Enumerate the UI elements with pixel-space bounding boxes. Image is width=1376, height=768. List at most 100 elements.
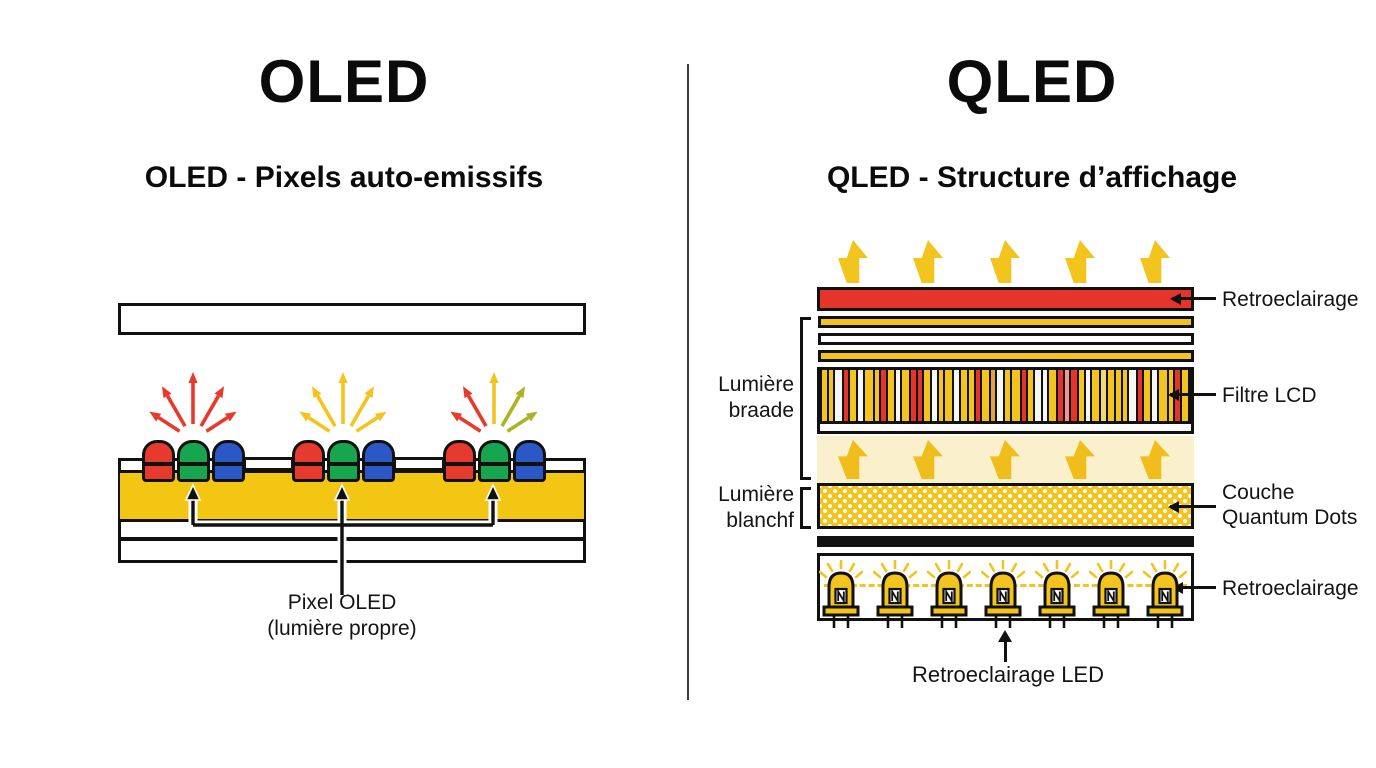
panel-divider <box>687 64 689 700</box>
lcd-filter-stripe <box>858 370 863 421</box>
lcd-filter-stripe <box>1043 370 1047 421</box>
oled-pixel-group-1 <box>142 440 245 482</box>
lcd-filter-stripe <box>1144 370 1150 421</box>
lcd-filter-stripe <box>829 370 833 421</box>
qled-subtitle: QLED - Structure d’affichage <box>826 161 1238 194</box>
lcd-filter-stripe <box>924 370 930 421</box>
lcd-filter-stripe <box>881 370 886 421</box>
white-light-arrow <box>990 440 1020 479</box>
lcd-filter-stripe <box>1092 370 1099 421</box>
retro-top-pointer-arrow <box>1170 292 1216 305</box>
white-light-arrow <box>1065 440 1095 479</box>
lcd-filter-stripe <box>1116 370 1121 421</box>
couche-quantum-dots-label: Couche Quantum Dots <box>1222 481 1358 529</box>
blue-subpixel <box>362 440 395 482</box>
lcd-filter-stripe <box>1022 370 1026 421</box>
white-light-arrow <box>838 440 868 479</box>
lcd-filter-stripe <box>835 370 842 421</box>
lcd-filter-stripe <box>932 370 937 421</box>
qled-film-layer-gold-1 <box>818 316 1194 328</box>
lcd-filter-stripe <box>1108 370 1114 421</box>
lcd-filter-stripe <box>1101 370 1106 421</box>
white-light-arrow <box>913 440 943 479</box>
backlight-led-arrowhead <box>998 630 1012 642</box>
filtre-lcd-label: Filtre LCD <box>1222 384 1317 407</box>
backlight-led-icon <box>872 559 918 628</box>
lcd-filter-stripe <box>1152 370 1157 421</box>
lcd-filter-stripe <box>1005 370 1010 421</box>
backlight-led-icon <box>980 559 1026 628</box>
green-subpixel <box>478 440 511 482</box>
quantum-dots-pointer-arrow <box>1168 500 1216 513</box>
white-light-arrow <box>1140 440 1170 479</box>
lcd-filter-stripe <box>1012 370 1020 421</box>
lcd-filter-stripe <box>976 370 980 421</box>
retroeclairage-led-label: Retroeclairage LED <box>912 662 1104 687</box>
lcd-filter-stripe <box>945 370 952 421</box>
lcd-filter-stripe <box>1123 370 1127 421</box>
lcd-filter-stripe <box>991 370 995 421</box>
lcd-filter-stripe <box>911 370 916 421</box>
qled-film-layer-white <box>818 333 1194 345</box>
qled-front-panel-layer <box>817 287 1194 311</box>
backlight-led-icon <box>1088 559 1134 628</box>
lcd-filter-stripe <box>969 370 974 421</box>
backlight-led-arrow <box>1004 640 1007 662</box>
backlight-led-icon <box>926 559 972 628</box>
emitted-light-arrow <box>838 240 868 283</box>
light-emission-arrows-1 <box>149 372 237 433</box>
light-emission-arrows-3 <box>450 372 538 433</box>
lumiere-blanchf-bracket <box>800 487 811 529</box>
qled-separator-layer <box>817 536 1194 547</box>
lcd-filter-stripe <box>1049 370 1056 421</box>
oled-glass-layer <box>118 303 586 335</box>
lcd-filter-stripe <box>850 370 856 421</box>
emitted-light-arrow <box>1065 240 1095 283</box>
backlight-led-icon <box>818 559 864 628</box>
qled-light-band <box>817 436 1194 483</box>
lcd-filter-stripe <box>918 370 922 421</box>
green-subpixel <box>327 440 360 482</box>
lcd-filter-stripe <box>982 370 989 421</box>
filtre-lcd-pointer-arrow <box>1168 388 1216 401</box>
blue-subpixel <box>513 440 546 482</box>
lcd-filter-stripe <box>997 370 1003 421</box>
pixel-oled-label: Pixel OLED (lumière propre) <box>267 591 417 640</box>
lcd-filter-stripe <box>1086 370 1090 421</box>
lumiere-blanchf-label: Lumière blanchf <box>718 483 794 532</box>
lcd-filter-stripe <box>1035 370 1041 421</box>
retroeclairage-top-label: Retroeclairage <box>1222 288 1359 311</box>
lcd-filter-stripe <box>865 370 873 421</box>
light-emission-arrows-2 <box>299 372 387 433</box>
emitted-light-arrow <box>1140 240 1170 283</box>
qled-film-layer-gold-2 <box>818 350 1194 362</box>
emitted-light-arrow <box>913 240 943 283</box>
lcd-filter-stripe <box>888 370 894 421</box>
lcd-filter-stripes <box>820 370 1191 421</box>
lcd-filter-stripe <box>1138 370 1142 421</box>
oled-pixel-group-2 <box>292 440 395 482</box>
qled-title: QLED <box>946 48 1118 115</box>
quantum-dot-layer <box>817 483 1194 529</box>
emitted-light-arrow <box>990 240 1020 283</box>
lcd-filter-stripe <box>939 370 943 421</box>
red-subpixel <box>443 440 476 482</box>
lcd-filter-stripe <box>1058 370 1063 421</box>
lcd-filter-stripe <box>902 370 909 421</box>
oled-substrate-line <box>121 537 583 541</box>
oled-pixel-bank <box>243 457 294 471</box>
lcd-filter-stripe <box>1079 370 1084 421</box>
green-subpixel <box>177 440 210 482</box>
backlight-led-icon <box>1034 559 1080 628</box>
qled-lcd-filter-layer <box>817 367 1194 434</box>
blue-subpixel <box>212 440 245 482</box>
lumiere-braade-bracket <box>800 317 811 480</box>
lcd-filter-stripe <box>822 370 827 421</box>
lcd-filter-stripe <box>961 370 967 421</box>
lcd-filter-stripe <box>875 370 879 421</box>
lumiere-braade-label: Lumière braade <box>718 373 794 422</box>
lcd-filter-stripe <box>954 370 959 421</box>
oled-subtitle: OLED - Pixels auto-emissifs <box>144 161 544 194</box>
lcd-filter-stripe <box>1028 370 1033 421</box>
